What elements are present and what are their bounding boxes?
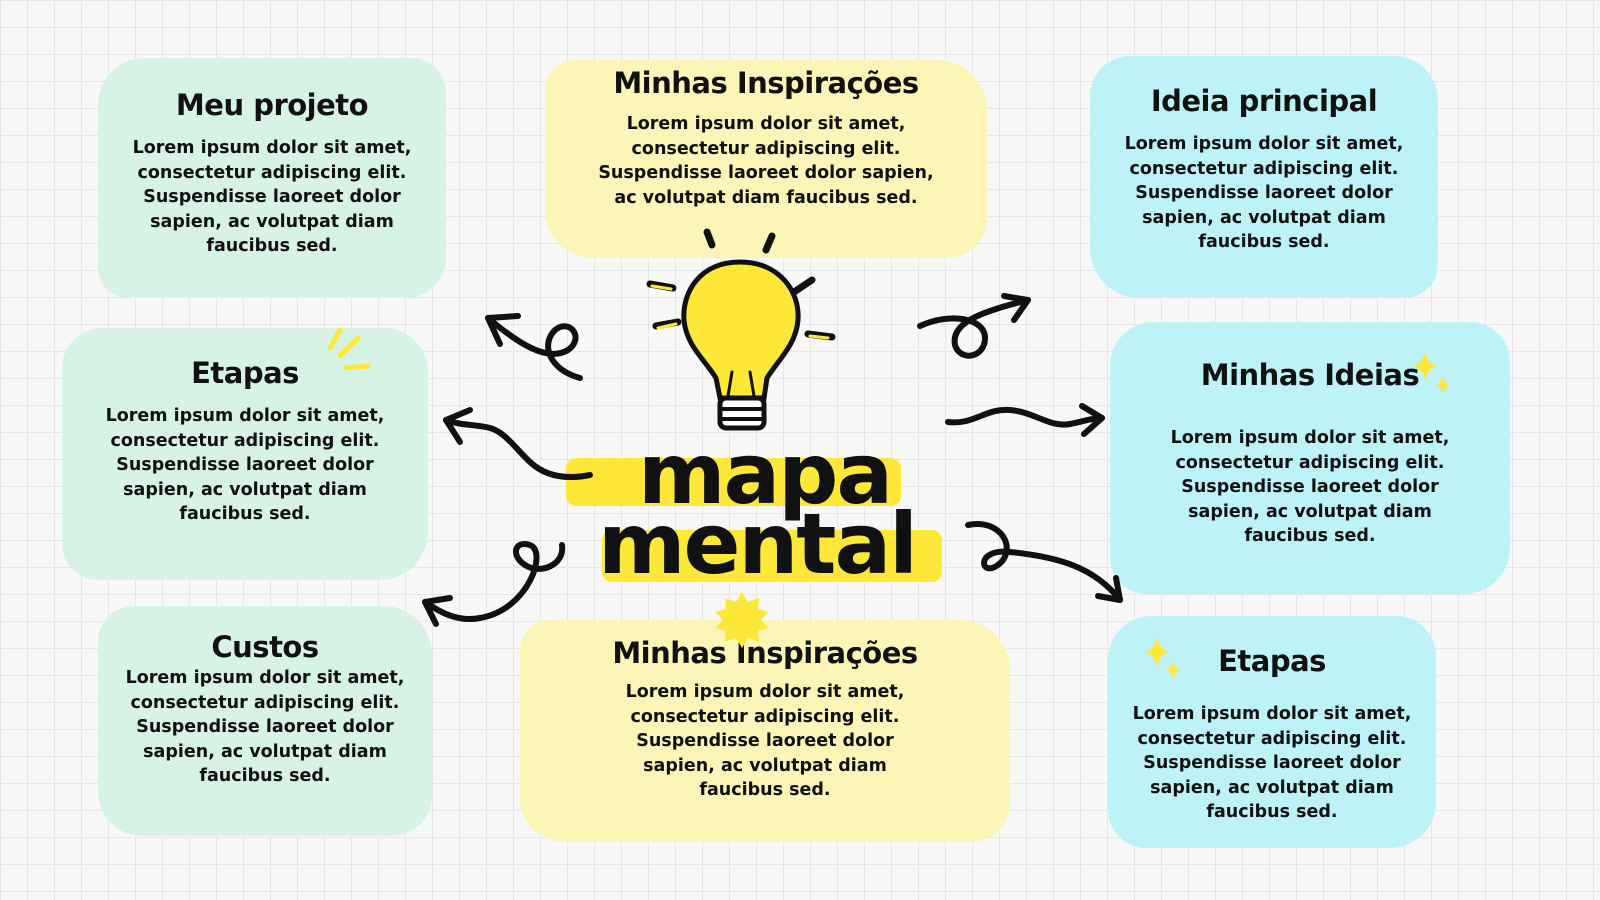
card-title: Meu projeto bbox=[175, 88, 369, 122]
central-title-line-1: mapa bbox=[638, 425, 893, 523]
card-title: Minhas Inspirações bbox=[613, 66, 919, 100]
card-body: Lorem ipsum dolor sit amet, consectetur … bbox=[125, 668, 405, 786]
card-title: Ideia principal bbox=[1150, 84, 1378, 118]
card-body: Lorem ipsum dolor sit amet, consectetur … bbox=[105, 406, 385, 524]
card-minhas-ideias: Minhas Ideias Lorem ipsum dolor sit amet… bbox=[1110, 322, 1510, 594]
card-custos: Custos Lorem ipsum dolor sit amet, conse… bbox=[98, 606, 432, 836]
curly-arrow-icon bbox=[422, 293, 1123, 627]
card-body: Lorem ipsum dolor sit amet, consectetur … bbox=[1124, 134, 1404, 252]
card-title: Custos bbox=[211, 630, 319, 664]
card-etapas-right: Etapas Lorem ipsum dolor sit amet, conse… bbox=[1108, 616, 1436, 848]
card-ideia-principal: Ideia principal Lorem ipsum dolor sit am… bbox=[1090, 56, 1438, 298]
central-title-line-2: mental bbox=[598, 495, 918, 593]
card-etapas-left: Etapas Lorem ipsum dolor sit amet, conse… bbox=[62, 328, 428, 580]
card-body: Lorem ipsum dolor sit amet, consectetur … bbox=[598, 114, 934, 208]
card-title: Minhas Inspirações bbox=[612, 636, 918, 670]
card-body: Lorem ipsum dolor sit amet, consectetur … bbox=[625, 682, 905, 800]
title-highlight bbox=[566, 458, 901, 506]
card-title: Etapas bbox=[191, 356, 299, 390]
card-meu-projeto: Meu projeto Lorem ipsum dolor sit amet, … bbox=[98, 58, 446, 298]
card-body: Lorem ipsum dolor sit amet, consectetur … bbox=[1170, 428, 1450, 546]
card-body: Lorem ipsum dolor sit amet, consectetur … bbox=[1132, 704, 1412, 822]
accent-lines-icon bbox=[327, 327, 371, 371]
card-title: Etapas bbox=[1218, 644, 1326, 678]
sun-icon bbox=[715, 592, 769, 648]
lightbulb-icon bbox=[646, 228, 836, 431]
card-minhas-inspiracoes-top: Minhas Inspirações Lorem ipsum dolor sit… bbox=[545, 60, 987, 258]
sparkle-icon bbox=[1144, 351, 1450, 680]
title-highlight bbox=[602, 530, 942, 582]
card-minhas-inspiracoes-bottom: Minhas Inspirações Lorem ipsum dolor sit… bbox=[520, 620, 1010, 842]
card-title: Minhas Ideias bbox=[1200, 358, 1420, 392]
card-body: Lorem ipsum dolor sit amet, consectetur … bbox=[132, 138, 412, 256]
